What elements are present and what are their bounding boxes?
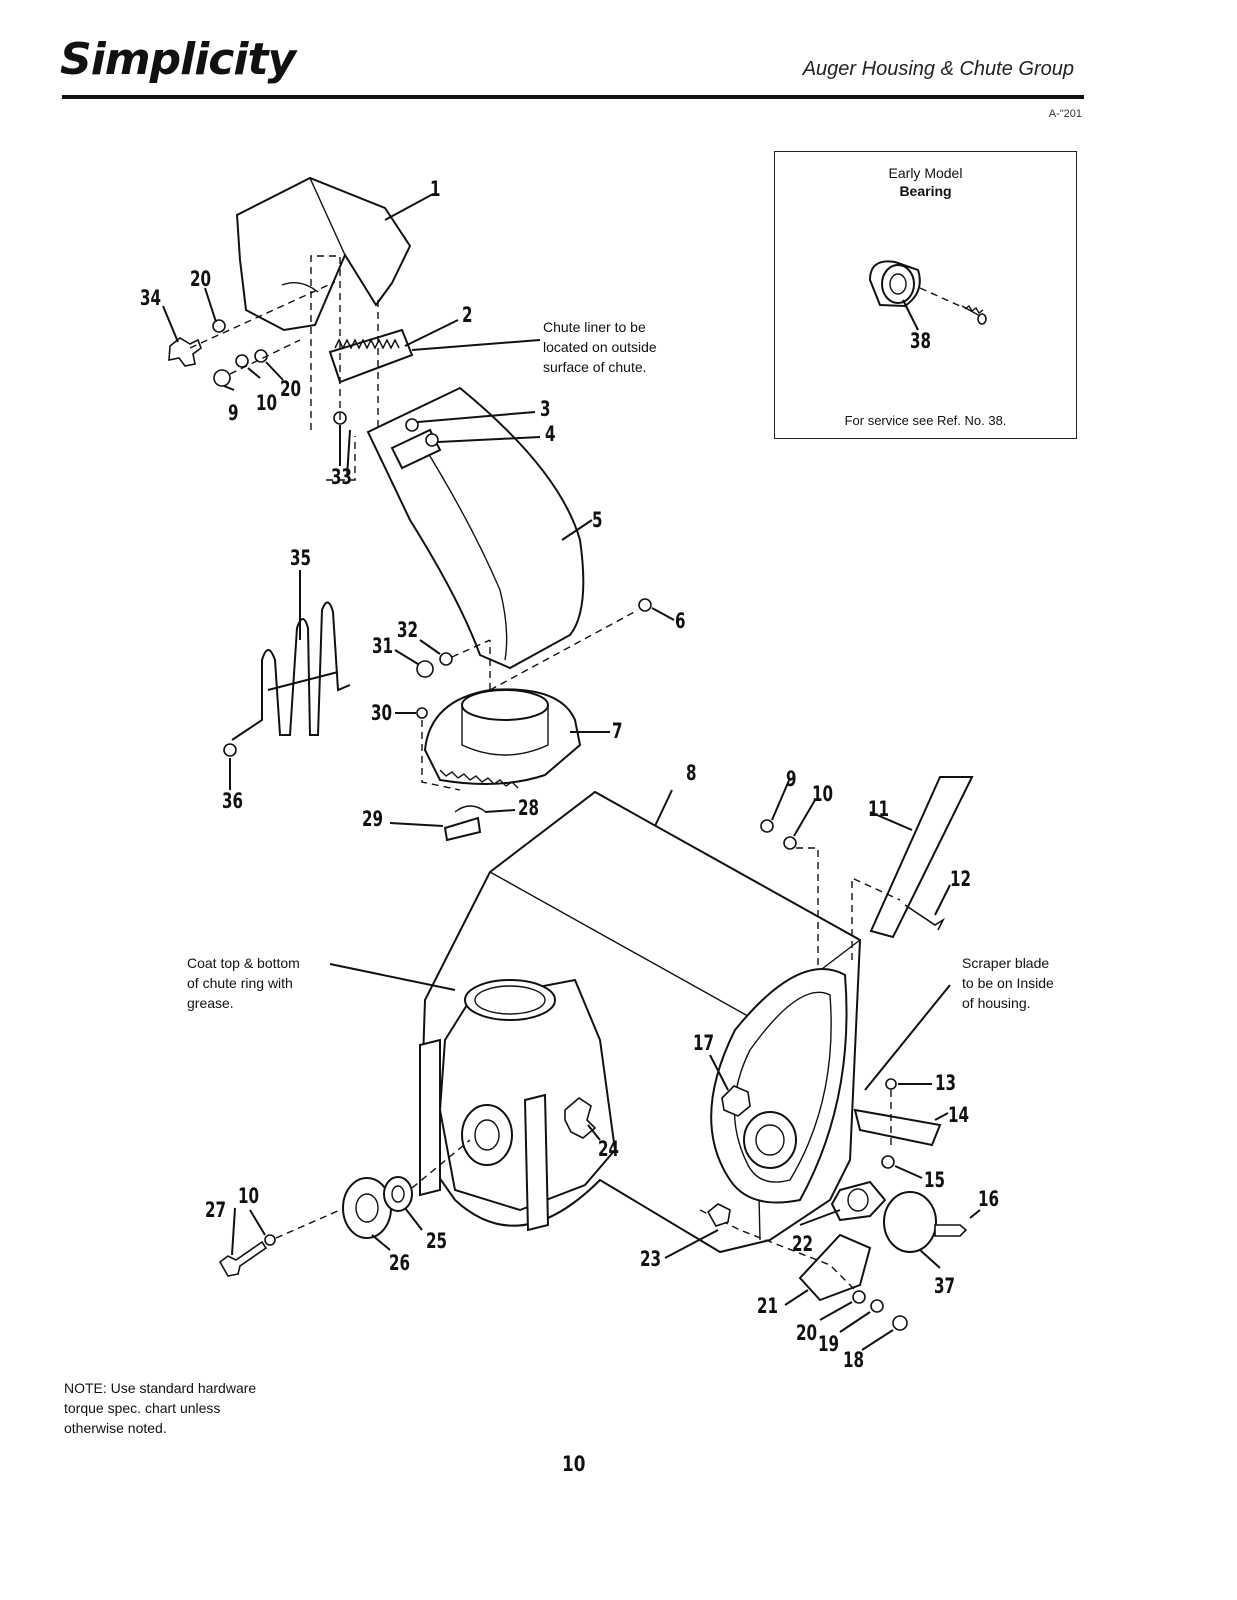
callout-7: 7	[612, 719, 623, 743]
callout-17: 17	[693, 1031, 715, 1055]
bottom-nut-washer-hardware	[819, 1290, 908, 1351]
callout-35: 35	[290, 546, 312, 570]
auger-bearing-hardware	[218, 1139, 471, 1277]
inset-title: Early Model Bearing	[775, 164, 1076, 200]
callout-2: 2	[462, 303, 473, 327]
callout-20-bottom: 20	[796, 1321, 818, 1345]
top-nut-washer-hardware	[760, 777, 819, 965]
callout-34: 34	[140, 286, 162, 310]
auger-housing-part	[418, 789, 862, 1254]
brand-logo: Simplicity	[60, 34, 296, 85]
callout-23: 23	[640, 1247, 662, 1271]
early-model-bearing-part	[868, 260, 987, 331]
callout-38: 38	[910, 329, 932, 353]
callout-10-bottom: 10	[238, 1184, 260, 1208]
note-leader-lines	[329, 339, 541, 991]
callout-18: 18	[843, 1348, 865, 1372]
callout-15: 15	[924, 1168, 946, 1192]
callout-9-left: 9	[228, 401, 239, 425]
chute-clip-part	[389, 805, 516, 842]
callout-19: 19	[818, 1332, 840, 1356]
inset-title-line2: Bearing	[899, 183, 952, 199]
callout-24: 24	[598, 1137, 620, 1161]
callout-22: 22	[792, 1232, 814, 1256]
section-title: Auger Housing & Chute Group	[802, 58, 1074, 80]
callout-25: 25	[426, 1229, 448, 1253]
callout-33: 33	[331, 465, 353, 489]
early-model-bearing-inset: Early Model Bearing For service see Ref.…	[774, 151, 1077, 439]
callout-32: 32	[397, 618, 419, 642]
callout-6: 6	[675, 609, 686, 633]
hardware-torque-note: NOTE: Use standard hardware torque spec.…	[64, 1380, 257, 1436]
callout-4: 4	[545, 422, 556, 446]
callout-20-mid: 20	[280, 377, 302, 401]
callout-37: 37	[934, 1274, 956, 1298]
scraper-blade-note: Scraper blade to be on Inside of housing…	[962, 955, 1054, 1011]
callout-11: 11	[868, 797, 890, 821]
scraper-blade-part	[853, 984, 951, 1179]
misc-leader-lines	[346, 429, 351, 478]
callout-31: 31	[372, 634, 394, 658]
coat-grease-note: Coat top & bottom of chute ring with gre…	[187, 955, 300, 1011]
chute-liner-note: Chute liner to be located on outside sur…	[543, 319, 657, 375]
page-number: 10	[562, 1452, 586, 1476]
callout-10-left: 10	[256, 391, 278, 415]
knob-and-washers-hardware	[162, 255, 379, 481]
header-rule	[62, 95, 1084, 99]
skid-bar-part	[851, 776, 974, 960]
nut-washer-hardware	[394, 639, 491, 678]
chute-clamp-hardware	[390, 411, 541, 470]
callout-13: 13	[935, 1071, 957, 1095]
chute-deflector-part	[235, 176, 434, 332]
callout-36: 36	[222, 789, 244, 813]
chute-liner-part	[328, 319, 459, 384]
callout-14: 14	[948, 1103, 970, 1127]
inset-service-note: For service see Ref. No. 38.	[844, 413, 1007, 428]
callout-9-right: 9	[786, 767, 797, 791]
callout-12: 12	[950, 867, 972, 891]
callout-26: 26	[389, 1251, 411, 1275]
callout-3: 3	[540, 397, 551, 421]
callout-28: 28	[518, 796, 540, 820]
callout-10-right: 10	[812, 782, 834, 806]
callout-8: 8	[686, 761, 697, 785]
chute-ring-part	[395, 688, 610, 791]
callout-16: 16	[978, 1187, 1000, 1211]
callout-27: 27	[205, 1198, 227, 1222]
chute-bolt-part	[489, 598, 675, 691]
document-number: A-"201	[1048, 108, 1082, 120]
callout-1: 1	[430, 177, 441, 201]
bearing-plate-hardware	[699, 1180, 981, 1306]
chute-spring-part	[223, 570, 351, 790]
callout-5: 5	[592, 508, 603, 532]
callout-30: 30	[371, 701, 393, 725]
callout-21: 21	[757, 1294, 779, 1318]
housing-bolts-hardware	[664, 1054, 751, 1259]
callout-20-top: 20	[190, 267, 212, 291]
inset-title-line1: Early Model	[888, 165, 963, 181]
callout-29: 29	[362, 807, 384, 831]
